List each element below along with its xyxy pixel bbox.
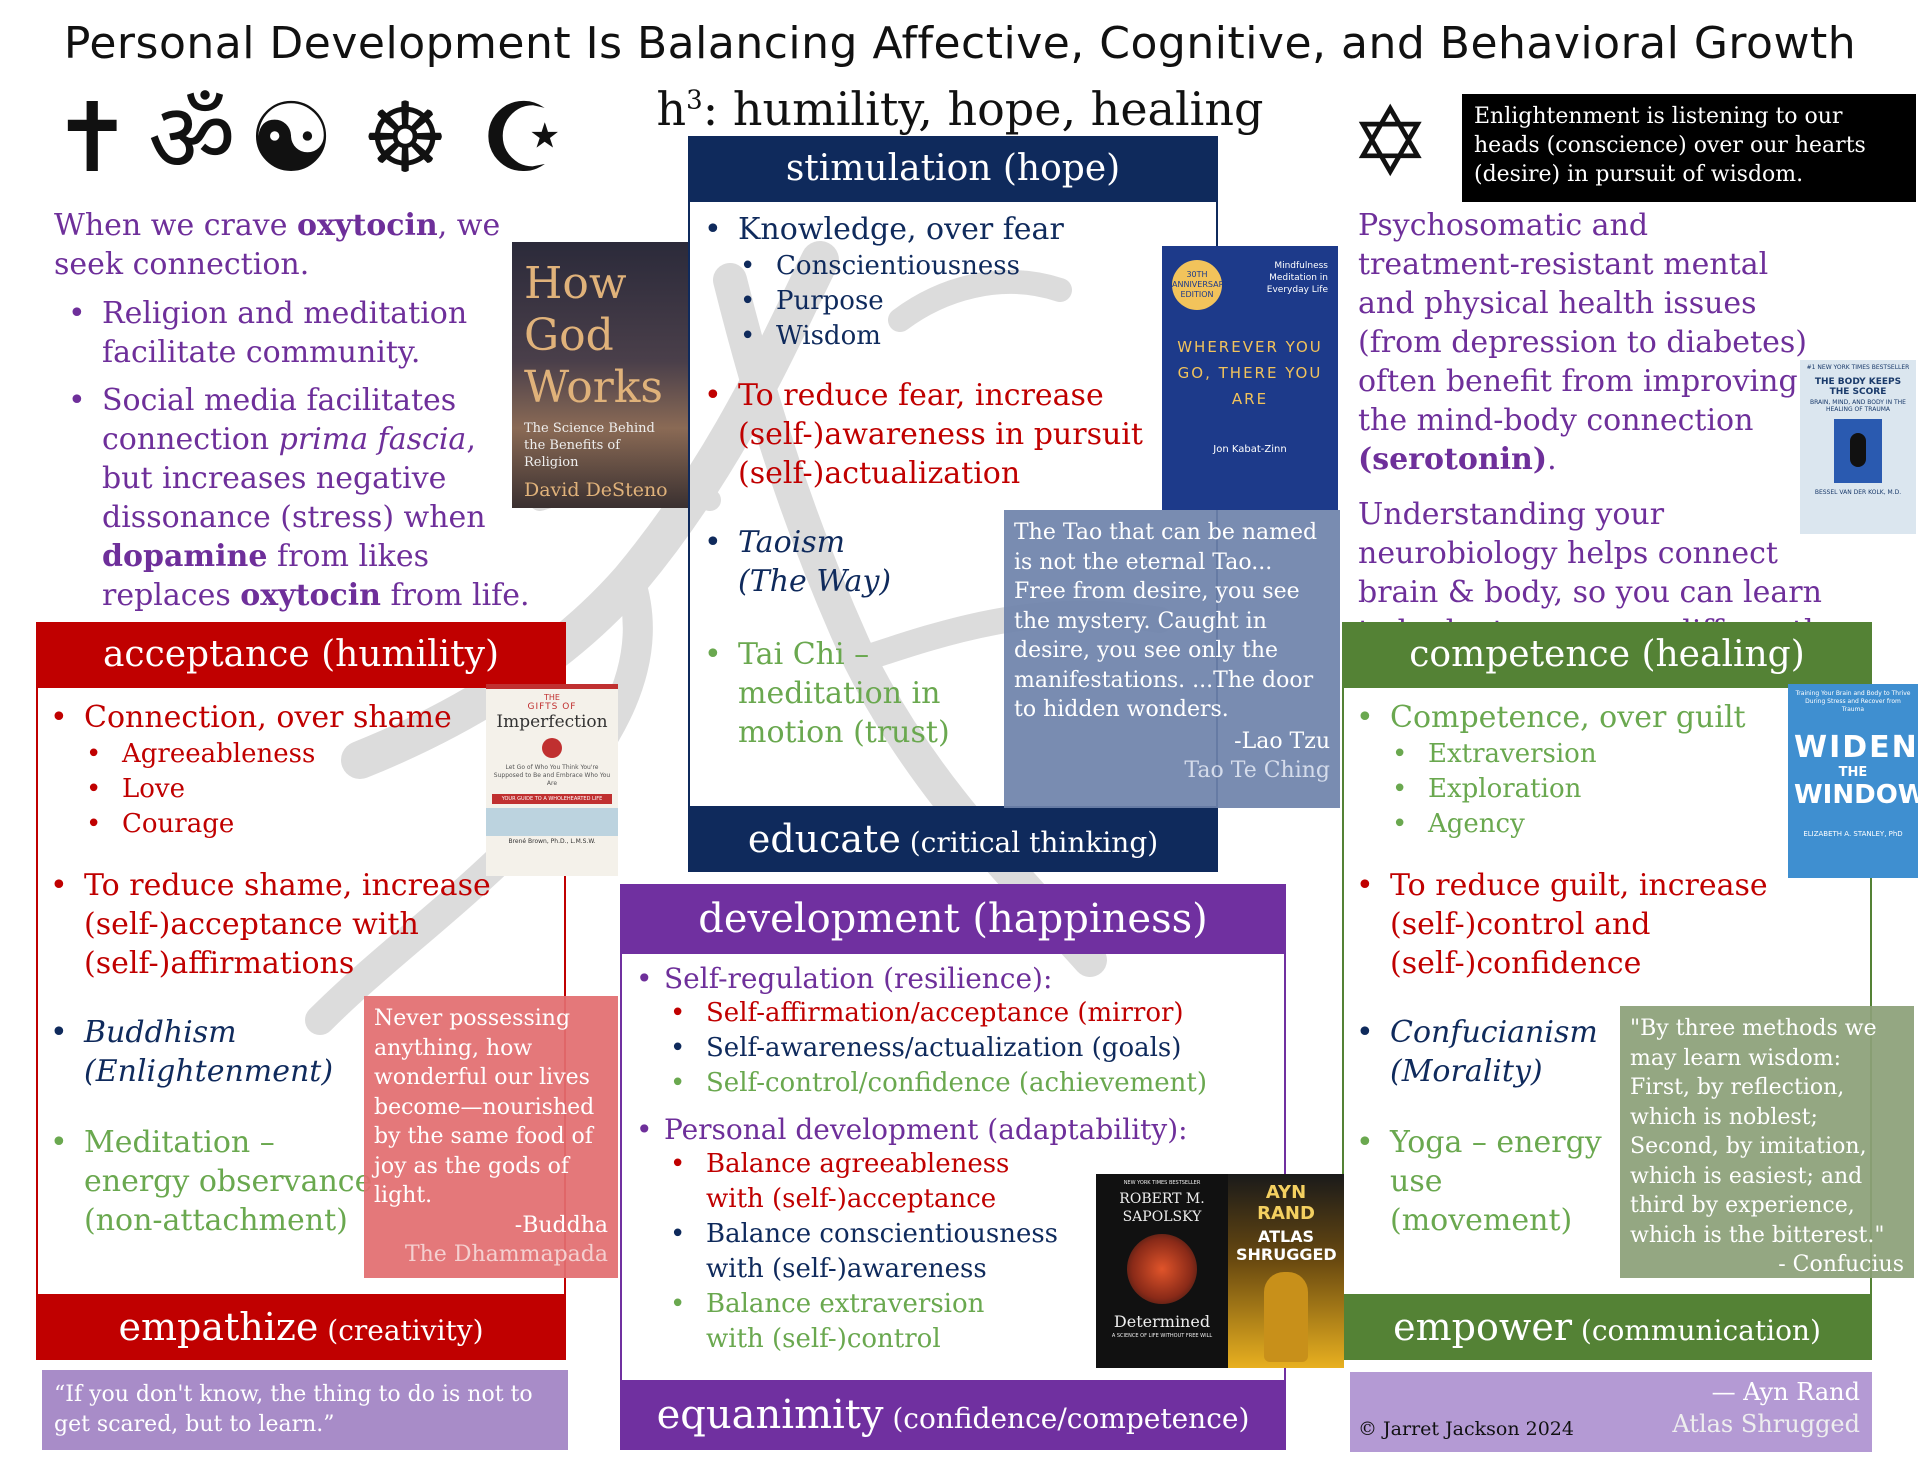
list-item: Social media facilitates connection prim… [54,381,534,615]
yin-yang-icon: ☯ [248,82,335,194]
book-cover-gifts-of-imperfection: THE GIFTS OF Imperfection Let Go of Who … [486,684,618,876]
star-of-david-icon: ✡ [1350,86,1431,198]
cover-art [1264,1272,1308,1362]
list-item: Personal development (adaptability): [622,1113,1282,1147]
page-subtitle: h3: humility, hope, healing [656,82,1264,136]
list-item: Conscientiousness [736,249,1210,284]
list-item: Agreeableness [82,737,546,772]
list-item: To reduce guilt, increase (self-)control… [1342,866,1790,983]
list-item: To reduce shame, increase (self-)accepta… [36,866,546,983]
heart-icon [542,738,562,758]
list-item: To reduce fear, increase (self-)awarenes… [690,376,1210,493]
quote-bottom-left: “If you don't know, the thing to do is n… [42,1370,568,1450]
book-cover-how-god-works: How God Works The Science Behind the Ben… [512,242,690,508]
book-cover-wherever-you-go: 30TH ANNIVERSARY EDITION Mindfulness Med… [1162,246,1338,510]
list-item: Competence, over guilt [1342,698,1792,737]
list-item: Balance agreeableness with (self-)accept… [666,1147,1036,1217]
list-item: Confucianism(Morality) [1342,1013,1792,1091]
list-item: Extraversion [1388,737,1792,772]
book-cover-atlas-shrugged: AYN RAND ATLAS SHRUGGED [1228,1174,1344,1368]
acceptance-footer: empathize (creativity) [36,1294,566,1360]
dharma-wheel-icon: ☸ [362,82,449,194]
list-item: Self-awareness/actualization (goals) [666,1031,1282,1066]
list-item: Tai Chi – meditation in motion (trust) [690,635,998,752]
list-item: Wisdom [736,319,1210,354]
cover-art [486,808,618,836]
list-item: Self-control/confidence (achievement) [666,1066,1282,1101]
star-and-crescent-icon: ☪ [480,82,567,194]
list-item: Balance conscientiousness with (self-)aw… [666,1217,1086,1287]
list-item: Purpose [736,284,1210,319]
list-item: Balance extraversion with (self-)control [666,1287,1036,1357]
stimulation-content: Knowledge, over fear Conscientiousness P… [690,210,1210,752]
acceptance-header: acceptance (humility) [36,622,566,688]
oxytocin-paragraph: When we crave oxytocin, we seek connecti… [54,206,534,615]
om-icon: ॐ [148,82,236,194]
list-item: Meditation – energy observance (non-atta… [36,1123,374,1240]
list-item: Exploration [1388,772,1792,807]
list-item: Courage [82,807,546,842]
list-item: Buddhism(Enlightenment) [36,1013,546,1091]
quote-lao-tzu: The Tao that can be named is not the ete… [1004,510,1340,808]
attribution-box: — Ayn Rand Atlas Shrugged © Jarret Jacks… [1350,1372,1872,1452]
list-item: Love [82,772,546,807]
book-cover-widen-the-window: Training Your Brain and Body to Thrive D… [1788,684,1918,878]
book-cover-body-keeps-the-score: #1 NEW YORK TIMES BESTSELLER THE BODY KE… [1800,360,1916,534]
psychosomatic-paragraph: Psychosomatic and treatment-resistant me… [1358,208,1836,649]
development-footer: equanimity (confidence/competence) [620,1380,1286,1450]
cross-icon: ✝ [52,82,133,194]
competence-header: competence (healing) [1342,622,1872,688]
cover-art [1834,419,1882,483]
list-item: Taoism(The Way) [690,523,1210,601]
page-title: Personal Development Is Balancing Affect… [63,18,1857,69]
list-item: Self-affirmation/acceptance (mirror) [666,996,1282,1031]
stimulation-footer: educate (critical thinking) [688,806,1218,872]
list-item: Self-regulation (resilience): [622,962,1282,996]
book-cover-determined: NEW YORK TIMES BESTSELLER ROBERT M. SAPO… [1096,1174,1228,1368]
acceptance-content: Connection, over shame Agreeableness Lov… [36,698,546,1240]
list-item: Connection, over shame [36,698,546,737]
development-content: Self-regulation (resilience): Self-affir… [622,962,1282,1357]
stimulation-header: stimulation (hope) [688,136,1218,202]
cover-art [1127,1234,1197,1304]
enlightenment-box: Enlightenment is listening to our heads … [1462,94,1916,202]
list-item: Agency [1388,807,1792,842]
quote-buddha: Never possessing anything, how wonderful… [364,996,618,1278]
list-item: Religion and meditation facilitate commu… [54,294,534,372]
competence-content: Competence, over guilt Extraversion Expl… [1342,698,1792,1240]
competence-footer: empower (communication) [1342,1294,1872,1360]
list-item: Yoga – energy use (movement) [1342,1123,1620,1240]
list-item: Knowledge, over fear [690,210,1210,249]
quote-confucius: "By three methods we may learn wisdom: F… [1620,1006,1914,1278]
development-header: development (happiness) [620,884,1286,954]
